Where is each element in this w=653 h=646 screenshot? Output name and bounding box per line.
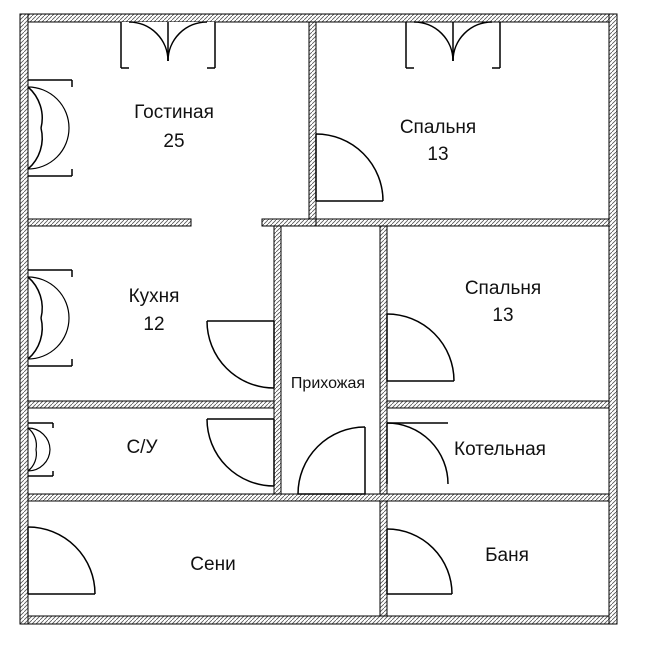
wall-living-bottom-right bbox=[261, 218, 317, 227]
window-bedroom-top-icon bbox=[405, 21, 501, 69]
door-bathroom-icon bbox=[206, 418, 275, 487]
bedroom2-area: 13 bbox=[492, 305, 513, 326]
wall-left bbox=[19, 13, 29, 625]
wall-bottom bbox=[19, 615, 618, 625]
door-symbols bbox=[27, 21, 501, 595]
vestibule-name: Сени bbox=[190, 554, 235, 575]
wall-bedroom2-boiler bbox=[386, 400, 610, 409]
living-room-name: Гостиная bbox=[134, 102, 214, 123]
wall-top bbox=[19, 13, 618, 23]
hallway-name: Прихожая bbox=[291, 375, 365, 392]
door-bedroom-icon bbox=[315, 133, 384, 202]
kitchen-area: 12 bbox=[143, 314, 164, 335]
door-bedroom2-icon bbox=[386, 313, 455, 382]
wall-kitchen-bathroom bbox=[27, 400, 275, 409]
door-kitchen-icon bbox=[206, 320, 275, 389]
wall-bedroom-bottom bbox=[315, 218, 610, 227]
window-living-top-icon bbox=[120, 21, 216, 69]
wall-vestibule-sauna bbox=[379, 500, 388, 617]
wall-hall-right bbox=[379, 225, 388, 501]
wall-above-vestibule bbox=[27, 493, 610, 502]
door-boiler-icon bbox=[386, 422, 449, 485]
interior-walls bbox=[27, 21, 610, 617]
window-bathroom-left-icon bbox=[27, 422, 54, 477]
sauna-name: Баня bbox=[485, 545, 529, 566]
bedroom2-name: Спальня bbox=[465, 278, 541, 299]
door-hallway-icon bbox=[297, 426, 366, 495]
window-kitchen-left-icon bbox=[27, 269, 73, 367]
wall-living-bedroom bbox=[308, 21, 317, 221]
room-labels: Гостиная 25 Спальня 13 Кухня 12 Спальня … bbox=[126, 102, 546, 575]
outer-walls bbox=[19, 13, 618, 625]
bathroom-name: С/У bbox=[126, 437, 158, 458]
living-room-area: 25 bbox=[163, 131, 184, 152]
bedroom1-name: Спальня bbox=[400, 117, 476, 138]
door-sauna-icon bbox=[386, 528, 453, 595]
wall-right bbox=[608, 13, 618, 625]
wall-living-bottom-left bbox=[27, 218, 192, 227]
bedroom1-area: 13 bbox=[427, 144, 448, 165]
wall-hall-left bbox=[273, 225, 282, 501]
kitchen-name: Кухня bbox=[129, 286, 180, 307]
boiler-room-name: Котельная bbox=[454, 439, 546, 460]
door-vestibule-icon bbox=[27, 526, 96, 595]
window-living-left-icon bbox=[27, 79, 73, 177]
